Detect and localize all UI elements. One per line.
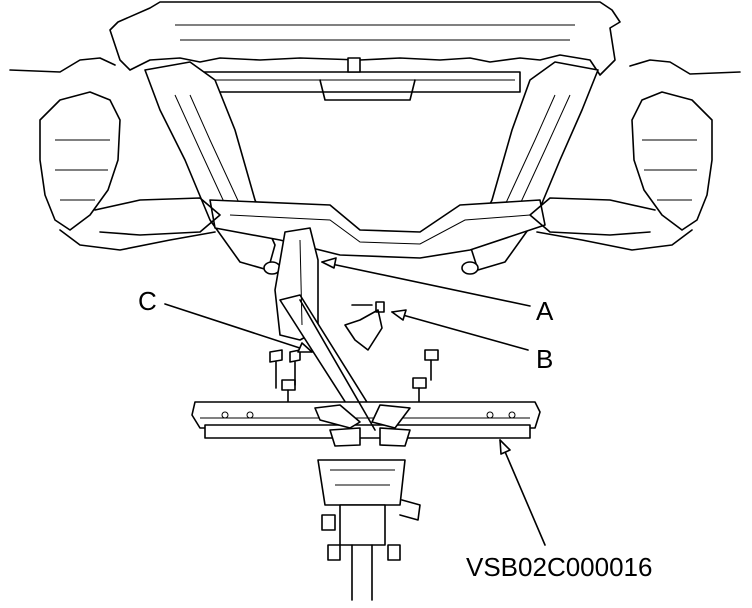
figure-code: VSB02C000016 bbox=[466, 552, 652, 582]
subframe bbox=[94, 57, 656, 275]
jack-cradle bbox=[191, 299, 541, 447]
right-rear-mount bbox=[461, 261, 479, 275]
leader-lines bbox=[164, 257, 546, 546]
callout-a-label: A bbox=[536, 296, 554, 326]
bracket-b bbox=[344, 301, 385, 351]
transmission-jack bbox=[317, 459, 421, 601]
jack-adapter-arm bbox=[274, 227, 376, 426]
callout-c-label: C bbox=[138, 286, 157, 316]
callout-b-label: B bbox=[536, 344, 553, 374]
vehicle-body bbox=[9, 1, 741, 251]
